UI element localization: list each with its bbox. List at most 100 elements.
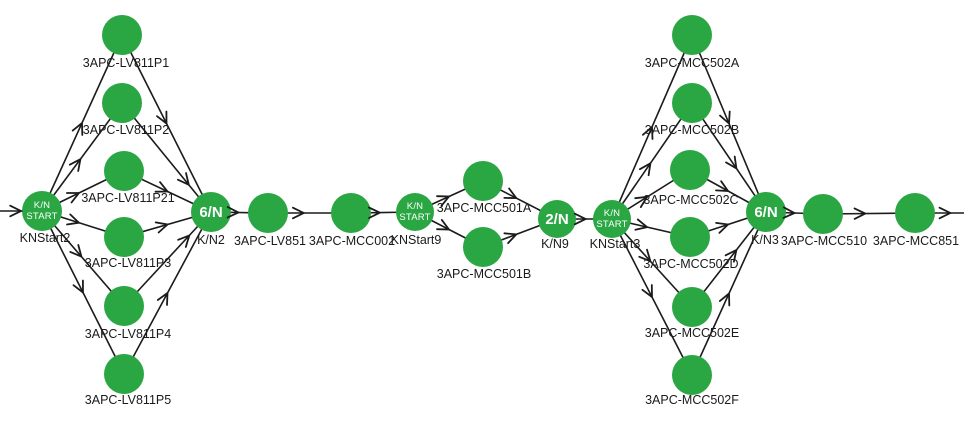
node-inner-label-knstart9: START <box>399 212 430 223</box>
node-kn9[interactable] <box>538 200 576 238</box>
arrowhead-icon <box>573 212 588 226</box>
node-label-mcc002: 3APC-MCC002 <box>309 234 395 248</box>
arrowhead-icon <box>292 206 306 220</box>
arrowhead-icon <box>782 206 797 219</box>
node-label-lv811p5: 3APC-LV811P5 <box>85 393 171 407</box>
node-lv811p5[interactable] <box>104 354 144 394</box>
node-mcc502b[interactable] <box>672 83 712 123</box>
node-label-mcc502d: 3APC-MCC502D <box>643 257 738 271</box>
node-label-kn9: K/N9 <box>541 237 569 251</box>
arrowhead-icon <box>503 232 519 244</box>
node-label-lv811p3: 3APC-LV811P3 <box>85 256 171 270</box>
arrowhead-icon <box>634 195 649 208</box>
arrowhead-icon <box>177 233 191 248</box>
node-label-mcc501b: 3APC-MCC501B <box>437 267 531 281</box>
node-knstart9[interactable] <box>396 193 434 231</box>
node-knstart2[interactable] <box>22 191 62 231</box>
arrowhead-icon <box>368 206 382 219</box>
arrowhead-icon <box>639 161 652 177</box>
node-label-kn2: K/N2 <box>197 233 225 247</box>
node-inner-label-knstart2: K/N <box>34 200 50 211</box>
arrowhead-icon <box>71 121 84 136</box>
node-mcc501b[interactable] <box>463 227 503 267</box>
node-label-mcc502f: 3APC-MCC502F <box>645 393 739 407</box>
node-label-mcc502a: 3APC-MCC502A <box>645 56 740 70</box>
node-mcc502a[interactable] <box>672 15 712 55</box>
node-label-knstart2: KNStart2 <box>20 231 71 245</box>
node-knstart3[interactable] <box>593 200 631 238</box>
node-lv811p21[interactable] <box>104 151 144 191</box>
node-mcc502e[interactable] <box>672 287 712 327</box>
arrowhead-icon <box>154 221 170 234</box>
node-label-lv811p2: 3APC-LV811P2 <box>83 123 169 137</box>
node-label-lv811p21: 3APC-LV811P21 <box>81 191 174 205</box>
node-mcc002[interactable] <box>331 193 371 233</box>
arrowhead-icon <box>641 284 653 299</box>
arrowhead-icon <box>156 291 169 306</box>
node-label-mcc851: 3APC-MCC851 <box>873 234 959 248</box>
arrowhead-icon <box>853 207 868 220</box>
arrowhead-icon <box>718 291 731 307</box>
arrowhead-icon <box>715 180 730 192</box>
node-label-mcc502c: 3APC-MCC502C <box>643 193 738 207</box>
arrowhead-icon <box>724 248 738 263</box>
arrowhead-icon <box>503 187 519 200</box>
arrowhead-icon <box>66 213 81 226</box>
node-label-lv811p1: 3APC-LV811P1 <box>83 56 169 70</box>
node-mcc502c[interactable] <box>670 150 710 190</box>
arrowhead-icon <box>436 219 451 231</box>
node-lv811p2[interactable] <box>102 83 142 123</box>
arrowhead-icon <box>436 195 451 207</box>
node-label-mcc510: 3APC-MCC510 <box>781 234 867 248</box>
edge-lv811p2-to-kn2 <box>121 102 212 213</box>
node-mcc502f[interactable] <box>672 355 712 395</box>
edge-lv811p4-to-kn2 <box>123 211 212 307</box>
node-kn3[interactable] <box>746 192 786 232</box>
arrowhead-icon <box>66 192 81 204</box>
node-label-kn3: K/N3 <box>751 233 779 247</box>
edge-knstart2-to-lv811p4 <box>41 210 125 307</box>
node-kn2[interactable] <box>191 192 231 232</box>
arrowhead-icon <box>9 204 24 218</box>
node-inner-label-kn2: 6/N <box>199 204 222 221</box>
node-label-knstart9: KNStart9 <box>391 233 442 247</box>
arrowheads-layer <box>9 110 953 307</box>
node-label-mcc501a: 3APC-MCC501A <box>437 201 532 215</box>
node-mcc510[interactable] <box>803 194 843 234</box>
node-mcc851[interactable] <box>895 193 935 233</box>
arrowhead-icon <box>72 279 84 295</box>
node-mcc501a[interactable] <box>463 161 503 201</box>
arrowhead-icon <box>938 206 953 220</box>
arrowhead-icon <box>69 244 83 259</box>
node-inner-label-kn9: 2/N <box>545 211 568 228</box>
node-mcc502d[interactable] <box>670 217 710 257</box>
node-lv851[interactable] <box>248 193 288 233</box>
node-inner-label-kn3: 6/N <box>754 204 777 221</box>
node-lv811p1[interactable] <box>102 15 142 55</box>
labels-layer: K/NSTARTKNStart23APC-LV811P13APC-LV811P2… <box>20 56 959 407</box>
arrowhead-icon <box>226 206 241 219</box>
node-inner-label-knstart3: START <box>596 219 627 230</box>
arrowhead-icon <box>154 181 170 193</box>
edge-knstart3-to-mcc502b <box>611 102 693 220</box>
edge-mcc502e-to-kn3 <box>691 211 767 308</box>
node-lv811p3[interactable] <box>104 217 144 257</box>
node-label-knstart3: KNStart3 <box>590 237 641 251</box>
arrowhead-icon <box>156 110 168 126</box>
node-inner-label-knstart9: K/N <box>407 201 423 212</box>
edge-mcc502b-to-kn3 <box>691 102 767 213</box>
arrowhead-icon <box>638 248 652 263</box>
node-label-mcc502e: 3APC-MCC502E <box>645 326 739 340</box>
arrowhead-icon <box>642 125 654 140</box>
node-lv811p4[interactable] <box>104 286 144 326</box>
node-inner-label-knstart2: START <box>26 211 57 222</box>
node-label-mcc502b: 3APC-MCC502B <box>645 123 739 137</box>
arrowhead-icon <box>177 172 191 187</box>
arrowhead-icon <box>634 218 650 231</box>
nodes-layer <box>22 15 935 395</box>
arrowhead-icon <box>719 110 731 126</box>
arrowhead-icon <box>68 157 82 172</box>
node-inner-label-knstart3: K/N <box>604 208 620 219</box>
